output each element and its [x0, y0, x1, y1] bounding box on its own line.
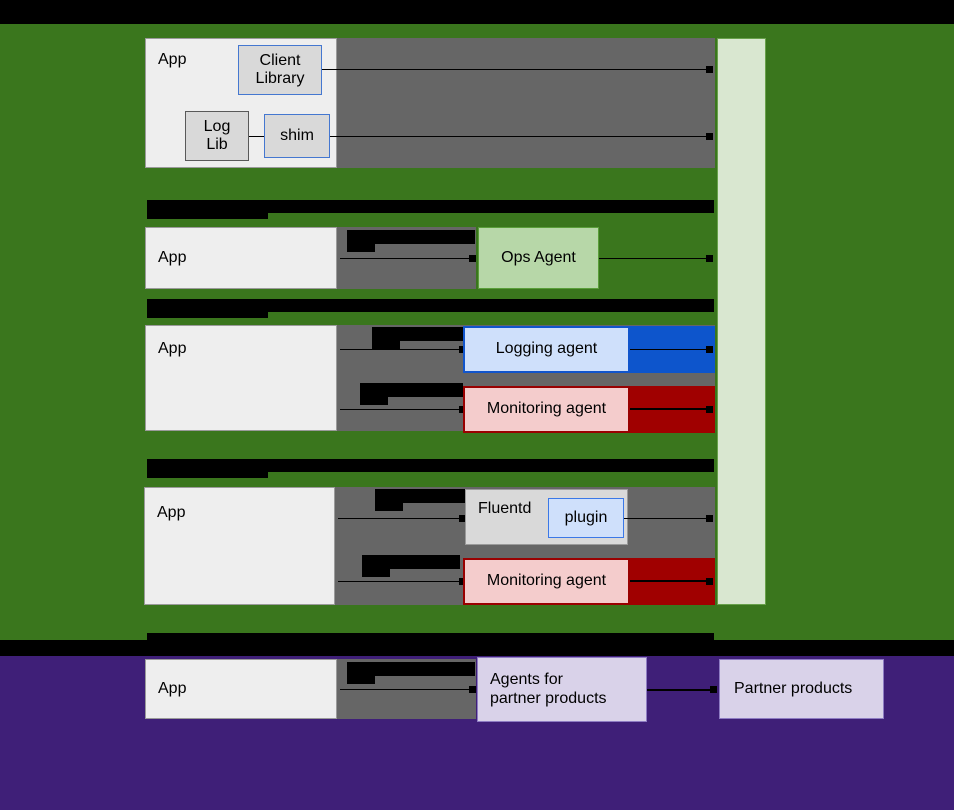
- arrowhead-monitoring-agent-in-row4: [459, 578, 466, 585]
- monitoring-agent-box-row3: Monitoring agent: [463, 386, 630, 433]
- arrowhead-monitoring-agent-in-row3: [459, 406, 466, 413]
- arrow-monitoring-agent-to-cloud-row4: [630, 580, 712, 582]
- arrowhead-monitoring-agent-out-row4: [706, 578, 713, 585]
- arrowhead-logging-agent-in: [459, 346, 466, 353]
- app-box-row3: App: [145, 325, 337, 431]
- redaction-black-row5-label-tail: [347, 662, 375, 684]
- arrow-app-to-ops-agent: [340, 258, 472, 259]
- arrow-fluentd-plugin-to-cloud: [624, 518, 712, 519]
- shim-label: shim: [280, 126, 314, 144]
- redaction-black-row2-label-tail: [347, 230, 375, 252]
- logging-agent-box: Logging agent: [463, 326, 630, 373]
- partner-products-box: Partner products: [719, 659, 884, 719]
- redaction-black-row4-fluentd-tail: [375, 489, 403, 511]
- arrowhead-logging-agent-out: [706, 346, 713, 353]
- cloud-destination-pillar: [717, 38, 766, 605]
- arrow-app-to-logging-agent: [340, 349, 464, 350]
- monitoring-agent-box-row4: Monitoring agent: [463, 558, 630, 605]
- redaction-black-row3-monitoring-tail: [360, 383, 388, 405]
- redaction-black-row5-label: [347, 662, 475, 676]
- log-lib-label: Log Lib: [203, 117, 231, 153]
- fluentd-label: Fluentd: [478, 500, 532, 517]
- app-box-row2: App: [145, 227, 337, 289]
- arrowhead-partner-agents-in: [469, 686, 476, 693]
- redaction-black-row3-logging-tail: [372, 327, 400, 349]
- shim-box: shim: [264, 114, 330, 158]
- app-label-row4: App: [157, 504, 186, 521]
- redaction-gray-row1: [337, 38, 715, 168]
- arrow-monitoring-agent-to-cloud-row3: [630, 408, 712, 410]
- arrow-client-library-to-cloud: [322, 69, 712, 70]
- arrow-app-to-partner-agents: [340, 689, 472, 690]
- partner-products-label: Partner products: [734, 679, 853, 697]
- arrowhead-fluentd-in: [459, 515, 466, 522]
- plugin-box: plugin: [548, 498, 624, 538]
- arrow-app-to-monitoring-agent-row3: [340, 409, 464, 410]
- redaction-caption-row4-lower: [147, 459, 268, 478]
- arrowhead-monitoring-agent-out-row3: [706, 406, 713, 413]
- arrowhead-ops-agent-out: [706, 255, 713, 262]
- client-library-label: Client Library: [255, 51, 305, 87]
- app-label-row1: App: [158, 51, 187, 68]
- agents-for-partner-products-box: Agents for partner products: [477, 657, 647, 722]
- plugin-label: plugin: [564, 508, 608, 526]
- redaction-caption-row3-upper: [147, 299, 714, 312]
- arrow-partner-agents-to-partner-products: [647, 689, 715, 691]
- app-label-row3: App: [158, 340, 187, 357]
- arrow-ops-agent-to-cloud: [599, 258, 712, 259]
- arrow-app-to-fluentd: [338, 518, 464, 519]
- redaction-caption-row4-upper: [147, 459, 714, 472]
- monitoring-agent-label-row4: Monitoring agent: [486, 572, 607, 590]
- app-label-row5: App: [158, 679, 187, 697]
- arrowhead-shim: [706, 133, 713, 140]
- arrowhead-client-library: [706, 66, 713, 73]
- redaction-caption-row3-lower: [147, 299, 268, 318]
- redaction-black-row4-monitoring-tail: [362, 555, 390, 577]
- client-library-box: Client Library: [238, 45, 322, 95]
- ops-agent-box: Ops Agent: [478, 227, 599, 289]
- redaction-caption-row5: [147, 633, 714, 642]
- arrowhead-ops-agent-in: [469, 255, 476, 262]
- logging-agent-label: Logging agent: [495, 340, 598, 358]
- arrow-shim-to-cloud: [330, 136, 712, 137]
- redaction-black-row2-label: [347, 230, 475, 244]
- loglib-shim-connector: [249, 136, 264, 137]
- arrowhead-partner-products-in: [710, 686, 717, 693]
- redaction-caption-row2-lower: [147, 200, 268, 219]
- log-lib-box: Log Lib: [185, 111, 249, 161]
- agents-for-partner-products-label: Agents for partner products: [490, 671, 607, 707]
- arrowhead-fluentd-out: [706, 515, 713, 522]
- arrow-logging-agent-to-cloud: [630, 349, 712, 350]
- app-box-row4: App: [144, 487, 335, 605]
- monitoring-agent-label-row3: Monitoring agent: [486, 400, 607, 418]
- app-label-row2: App: [158, 248, 187, 266]
- redaction-caption-row2-upper: [147, 200, 714, 213]
- ops-agent-label: Ops Agent: [501, 248, 576, 266]
- arrow-app-to-monitoring-agent-row4: [338, 581, 464, 582]
- band-separator-redaction: [0, 640, 954, 656]
- app-box-row5: App: [145, 659, 337, 719]
